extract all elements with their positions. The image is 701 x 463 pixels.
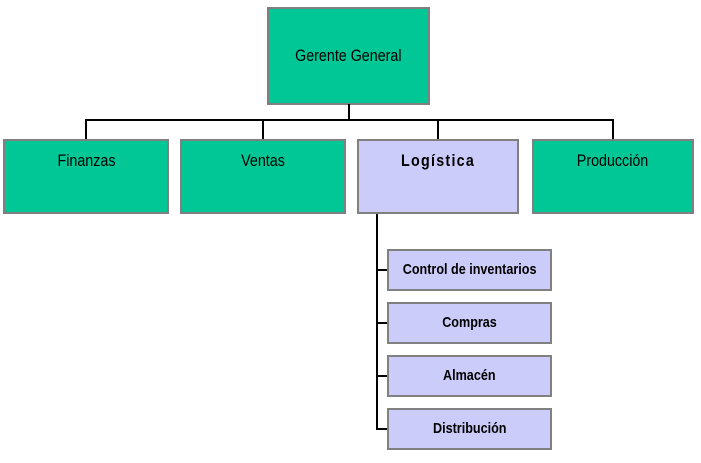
dept-box-finanzas: Finanzas bbox=[3, 139, 169, 214]
sub-box-label: Almacén bbox=[443, 367, 496, 384]
connector-drop-ventas bbox=[262, 120, 264, 139]
dept-box-label: Finanzas bbox=[57, 151, 115, 170]
root-box-label: Gerente General bbox=[295, 46, 402, 65]
connector-stub-almacen bbox=[377, 375, 387, 377]
dept-box-ventas: Ventas bbox=[180, 139, 346, 214]
sub-box-label: Compras bbox=[442, 314, 497, 331]
sub-box-label: Distribución bbox=[432, 420, 507, 437]
dept-box-logistica: Logística bbox=[357, 139, 519, 214]
dept-box-produccion: Producción bbox=[532, 139, 694, 214]
connector-stub-compras bbox=[377, 322, 387, 324]
sub-box-distribucion: Distribución bbox=[387, 408, 552, 450]
root-box-gerente-general: Gerente General bbox=[267, 7, 430, 105]
dept-box-label: Producción bbox=[577, 151, 649, 170]
connector-stub-distribucion bbox=[377, 428, 387, 430]
sub-box-compras: Compras bbox=[387, 302, 552, 344]
sub-box-label: Control de inventarios bbox=[402, 261, 537, 278]
sub-box-almacen: Almacén bbox=[387, 355, 552, 397]
connector-drop-produccion bbox=[612, 120, 614, 139]
dept-box-label: Ventas bbox=[241, 151, 285, 170]
dept-box-label: Logística bbox=[400, 151, 476, 170]
sub-box-control-de-inventarios: Control de inventarios bbox=[387, 249, 552, 291]
connector-root-stem bbox=[348, 104, 350, 120]
connector-drop-finanzas bbox=[85, 120, 87, 139]
connector-drop-logistica bbox=[437, 120, 439, 139]
connector-main-horizontal bbox=[85, 119, 614, 121]
connector-stub-control-de-inventarios bbox=[377, 269, 387, 271]
